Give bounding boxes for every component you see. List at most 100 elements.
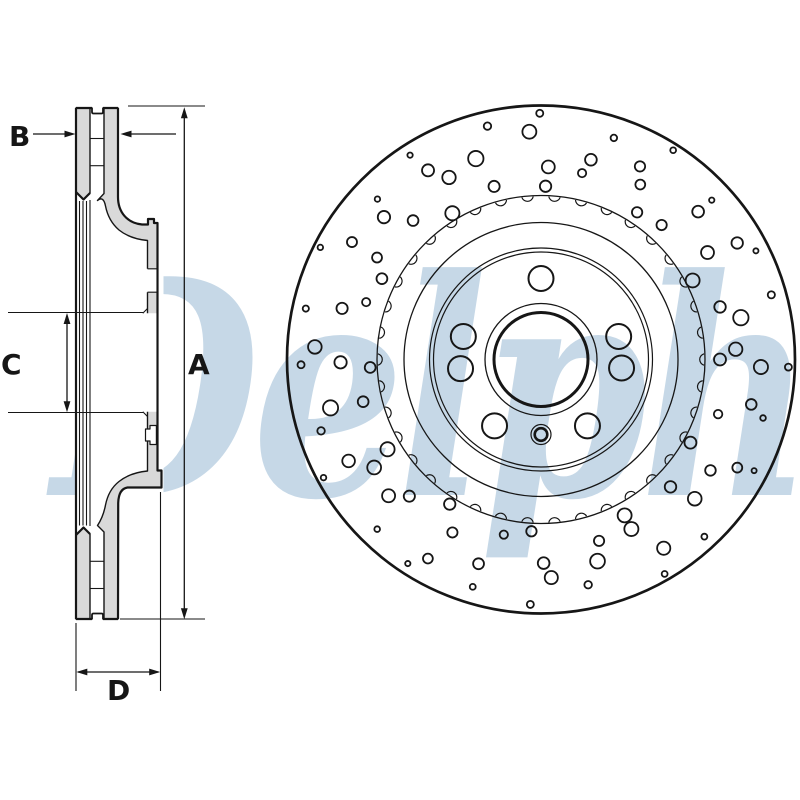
wheel-bolt-hole	[605, 322, 633, 350]
set-screw-hole	[533, 426, 549, 443]
scallop-bump	[379, 326, 386, 339]
scallop-bump	[690, 300, 698, 313]
drill-hole	[296, 360, 306, 370]
wheel-bolt-hole	[527, 265, 555, 292]
scallop-bump	[600, 503, 613, 512]
drill-hole	[609, 133, 619, 143]
drill-hole	[446, 526, 459, 539]
scallop-bump	[574, 199, 588, 207]
scallop-bump	[664, 454, 674, 465]
drill-hole	[745, 398, 758, 411]
drill-hole	[525, 599, 535, 609]
drill-hole	[752, 247, 760, 255]
drill-hole	[472, 557, 485, 571]
scallop-bump	[494, 199, 508, 207]
hub-face-ring-outer	[428, 247, 654, 472]
scallop-bump	[394, 276, 403, 288]
drill-hole	[379, 441, 396, 458]
drill-hole	[543, 570, 559, 586]
drill-hole	[421, 163, 435, 178]
section-detail-line	[147, 268, 157, 293]
drill-hole	[521, 123, 538, 140]
outer-plate-bottom	[75, 526, 91, 620]
drill-hole	[583, 580, 593, 590]
scallop-bump	[426, 474, 436, 484]
dimension-label-b: B	[9, 120, 31, 153]
drill-hole	[316, 426, 326, 436]
drill-hole	[341, 453, 356, 469]
drill-hole	[663, 480, 678, 494]
center-bore	[492, 311, 590, 408]
set-screw-section	[144, 424, 157, 446]
hat-ring	[403, 221, 679, 498]
drill-hole	[301, 304, 310, 313]
scallop-bump	[446, 219, 458, 229]
section-outline	[116, 108, 163, 620]
drill-hole	[487, 179, 501, 193]
drill-hole	[346, 236, 358, 248]
scallop-bump	[384, 300, 392, 313]
drill-hole	[660, 570, 669, 578]
drill-hole	[577, 168, 588, 179]
drill-hole	[616, 507, 633, 524]
section-outline	[75, 526, 91, 536]
drill-hole	[730, 236, 744, 250]
drill-hole	[631, 206, 644, 219]
dimension-arrowhead-b	[120, 130, 132, 138]
drill-hole	[373, 525, 381, 533]
scallop-bump	[679, 431, 688, 443]
drill-hole	[498, 529, 509, 540]
dimension-arrowhead-b	[64, 130, 76, 138]
drill-hole	[361, 297, 372, 308]
dimension-arrowhead-a	[180, 107, 188, 119]
bolt-hole-section	[146, 268, 157, 293]
scallop-bump	[494, 512, 508, 520]
drill-hole	[363, 361, 377, 374]
wheel-bolt-hole	[449, 322, 477, 350]
drill-hole	[356, 395, 370, 408]
section-detail-line	[142, 308, 148, 417]
drill-hole	[633, 160, 647, 173]
scallop-bump	[696, 380, 703, 393]
wheel-bolt-hole	[573, 412, 601, 440]
scallop-bump	[548, 517, 561, 523]
scallop-bump	[690, 406, 698, 419]
scallop-bump	[548, 196, 561, 202]
scallop-bump	[377, 353, 383, 366]
scallop-bump	[699, 353, 705, 366]
vent-slot	[91, 107, 104, 115]
drill-hole	[375, 272, 389, 285]
drill-hole	[535, 108, 545, 118]
set-screw-counterbore	[530, 423, 552, 446]
drill-hole	[536, 556, 551, 570]
drill-hole	[700, 245, 715, 260]
drill-hole	[684, 272, 701, 289]
scallop-bump	[664, 254, 674, 265]
drill-hole	[441, 169, 457, 186]
scallop-bump	[408, 254, 418, 265]
drill-hole	[732, 309, 750, 327]
scallop-bump	[574, 512, 588, 520]
drill-hole	[444, 205, 461, 222]
dimension-arrowhead-c	[63, 313, 71, 324]
drill-hole	[307, 339, 323, 355]
dimension-arrowhead-a	[180, 608, 188, 620]
dimension-label-c: C	[1, 348, 22, 381]
section-outline	[75, 191, 91, 201]
drill-hole	[750, 467, 758, 475]
hub-face-ring-inner	[432, 251, 650, 468]
scallop-bump	[469, 207, 482, 216]
scallop-bump	[646, 474, 656, 484]
wheel-bolt-hole	[447, 355, 475, 383]
drill-hole	[482, 121, 493, 131]
drill-hole	[406, 151, 414, 159]
drill-hole	[669, 146, 677, 155]
drill-hole	[766, 290, 776, 300]
drill-hole	[784, 362, 793, 372]
scallop-bump	[624, 490, 636, 500]
drill-hole	[708, 196, 716, 204]
drill-hole	[538, 179, 553, 193]
drill-hole	[704, 464, 717, 477]
wheel-bolt-hole	[481, 412, 509, 440]
